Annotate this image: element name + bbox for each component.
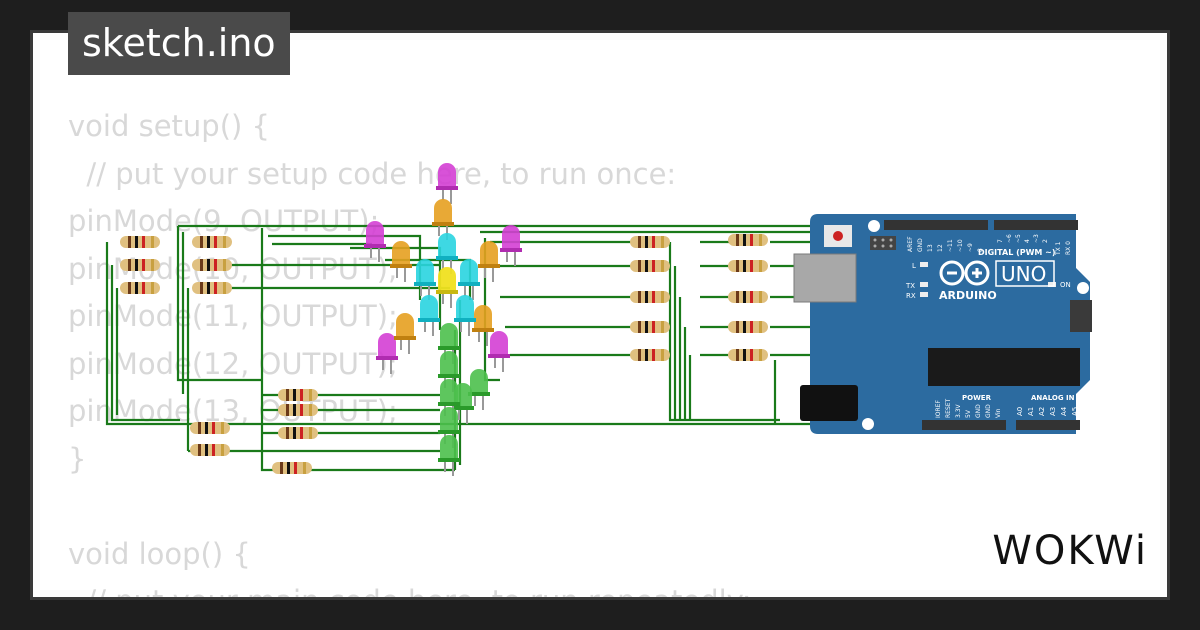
code-line: pinMode(11, OUTPUT); <box>68 299 398 333</box>
led-tx-label: TX <box>905 282 915 290</box>
pin-label: 5V <box>965 409 972 418</box>
led <box>436 267 458 308</box>
pin-label: A4 <box>1060 406 1068 416</box>
code-line: pinMode(9, OUTPUT); <box>68 204 380 238</box>
pin-label: AREF <box>907 236 914 252</box>
resistor <box>728 349 768 361</box>
led <box>376 333 398 374</box>
resistor <box>192 282 232 294</box>
code-line: // put your setup code here, to run once… <box>68 156 677 191</box>
pin-label: GND <box>917 238 924 252</box>
led-rx-label: RX <box>906 292 916 300</box>
resistor <box>272 462 312 474</box>
power-pin-labels: IOREF RESET 3.3V 5V GND GND Vin <box>935 398 1002 418</box>
pin-label: ~10 <box>957 239 964 252</box>
resistor <box>278 389 318 401</box>
board-model-label: UNO <box>1001 262 1046 286</box>
leds <box>364 163 522 476</box>
led <box>458 259 480 300</box>
resistor <box>192 236 232 248</box>
resistor <box>120 282 160 294</box>
pin-label: A5 <box>1071 407 1079 416</box>
resistor <box>630 291 670 303</box>
pin-label: TX 1 <box>1055 241 1062 256</box>
pin-label: ~6 <box>1006 234 1013 243</box>
led <box>452 383 474 424</box>
pin-label: ~11 <box>947 239 954 252</box>
led <box>394 313 416 354</box>
pin-label: RESET <box>945 398 952 418</box>
pin-label: 12 <box>937 244 944 252</box>
led <box>436 163 458 204</box>
analog-header-label: ANALOG IN <box>1031 394 1075 402</box>
code-line: pinMode(12, OUTPUT); <box>68 346 398 381</box>
pin-label: 2 <box>1042 239 1049 243</box>
resistor <box>630 349 670 361</box>
led <box>468 369 490 410</box>
code-line: void loop() { <box>68 536 251 571</box>
pin-label: A2 <box>1038 407 1046 416</box>
pin-label: A0 <box>1016 407 1024 416</box>
resistor <box>728 321 768 333</box>
file-tab[interactable]: sketch.ino <box>68 12 290 75</box>
led <box>454 295 476 336</box>
led-on-label: ON <box>1060 281 1071 289</box>
pin-label: GND <box>985 404 992 418</box>
led <box>478 241 500 282</box>
led <box>500 225 522 266</box>
resistor <box>120 259 160 271</box>
code-line: } <box>68 441 87 476</box>
led <box>364 221 386 262</box>
pin-label: 8 <box>977 248 984 252</box>
arduino-infinity-logo <box>939 260 990 286</box>
led-l-label: L <box>912 262 916 270</box>
resistor <box>192 259 232 271</box>
pin-label: A1 <box>1027 407 1035 416</box>
code-line: void setup() { <box>68 109 270 143</box>
resistor <box>278 404 318 416</box>
resistor <box>728 291 768 303</box>
led <box>488 331 510 372</box>
led <box>414 259 436 300</box>
resistor <box>728 260 768 272</box>
pin-label: 4 <box>1024 239 1031 243</box>
pin-label: A3 <box>1049 407 1057 416</box>
pin-label: Vin <box>995 408 1002 418</box>
power-header-label: POWER <box>962 394 992 402</box>
led <box>438 435 460 476</box>
resistors <box>120 234 768 474</box>
resistor <box>190 444 230 456</box>
resistor <box>190 422 230 434</box>
board-brand-label: ARDUINO <box>939 289 997 302</box>
analog-pin-labels: A0 A1 A2 A3 A4 A5 <box>1016 406 1079 416</box>
arduino-uno-board[interactable] <box>793 214 1092 434</box>
wokwi-logo: WOKWi <box>992 528 1148 574</box>
pin-label: 13 <box>927 244 934 252</box>
pin-label: IOREF <box>935 400 942 418</box>
pin-label: ~3 <box>1033 234 1040 243</box>
led <box>390 241 412 282</box>
pin-label: ~5 <box>1015 234 1022 243</box>
pin-label: ~9 <box>967 243 974 252</box>
resistor <box>630 236 670 248</box>
pin-label: RX 0 <box>1065 241 1072 255</box>
code-line: // put your main code here, to run repea… <box>68 578 751 597</box>
resistor <box>120 236 160 248</box>
digital-header-label: DIGITAL (PWM ~) <box>978 248 1056 257</box>
resistor <box>630 260 670 272</box>
resistor <box>630 321 670 333</box>
resistor <box>728 234 768 246</box>
digital-pin-labels: AREF GND 13 12 ~11 ~10 ~9 8 7 ~6 ~5 4 ~3… <box>907 234 1072 256</box>
pin-label: 7 <box>997 239 1004 243</box>
pin-label: GND <box>975 404 982 418</box>
resistor <box>278 427 318 439</box>
led <box>418 295 440 336</box>
led <box>472 305 494 346</box>
pin-label: 3.3V <box>955 403 962 418</box>
